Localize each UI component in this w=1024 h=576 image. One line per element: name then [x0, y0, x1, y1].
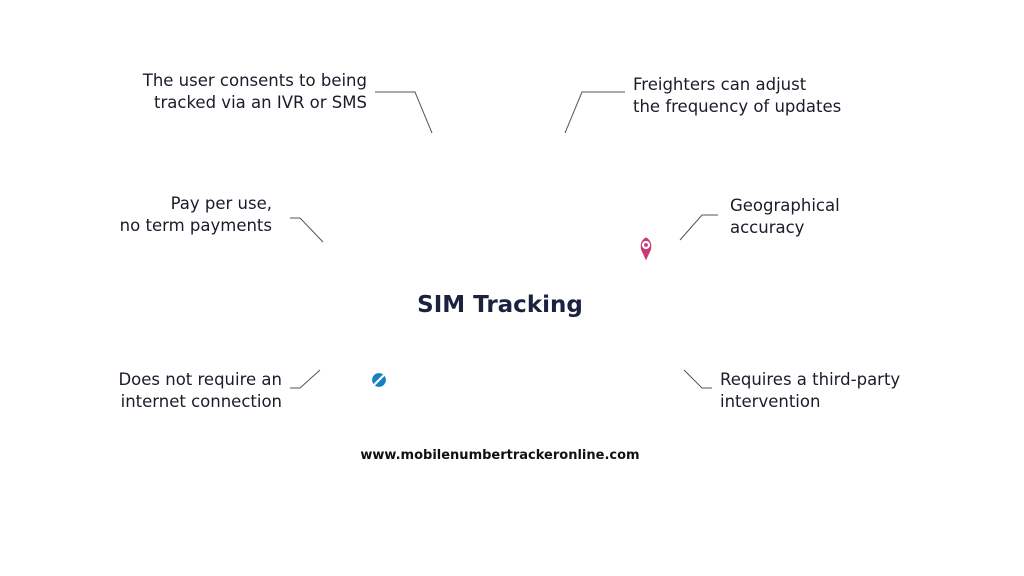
globe-location-icon — [613, 232, 659, 278]
connector-consent — [375, 91, 433, 134]
connector-pay — [290, 217, 324, 243]
connector-internet — [290, 369, 321, 389]
globe-blocked-icon — [339, 340, 389, 390]
label-consent: The user consents to being tracked via a… — [142, 71, 367, 112]
label-pay: Pay per use, no term payments — [119, 194, 272, 235]
label-thirdparty: Requires a third-party intervention — [720, 370, 901, 411]
message-check-phone-icon — [412, 152, 477, 201]
diagram-title: SIM Tracking — [417, 292, 583, 318]
connector-thirdparty — [683, 369, 712, 389]
connector-lines — [290, 91, 718, 389]
label-internet: Does not require an internet connection — [118, 370, 282, 411]
bell-slider-icon — [523, 147, 605, 200]
label-frequency: Freighters can adjust the frequency of u… — [633, 75, 842, 116]
label-geo: Geographical accuracy — [730, 196, 840, 237]
website-url: www.mobilenumbertrackeronline.com — [360, 448, 640, 463]
hand-card-icon — [338, 236, 396, 272]
connector-frequency — [564, 91, 625, 134]
center-circle — [412, 222, 588, 398]
team-network-icon — [609, 334, 663, 387]
connector-geo — [679, 214, 718, 241]
